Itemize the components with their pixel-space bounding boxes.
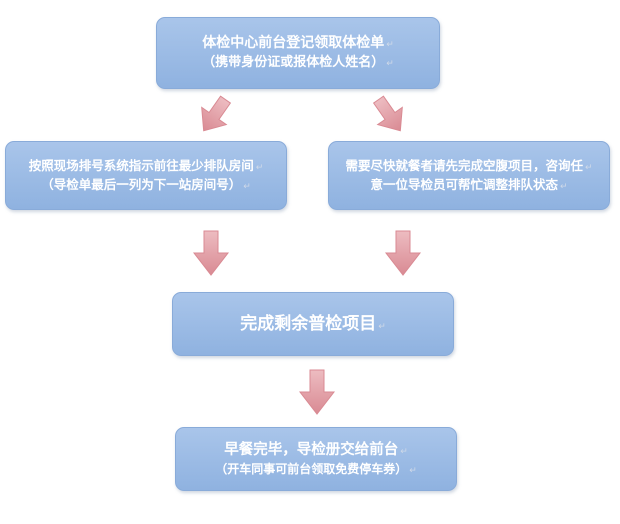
step-fasting-line2: 意一位导检员可帮忙调整排队状态 bbox=[370, 176, 567, 194]
step-queue-title: 按照现场排号系统指示前往最少排队房间 bbox=[29, 157, 264, 175]
step-register-box: 体检中心前台登记领取体检单 （携带身份证或报体检人姓名） bbox=[156, 17, 440, 89]
arrow-complete-to-finish bbox=[298, 369, 336, 415]
arrow-fasting-to-complete bbox=[384, 230, 422, 276]
step-complete-box: 完成剩余普检项目 bbox=[172, 292, 454, 356]
arrow-register-to-queue bbox=[201, 95, 232, 132]
step-finish-title: 早餐完毕，导检册交给前台 bbox=[224, 440, 408, 461]
step-fasting-line1: 需要尽快就餐者请先完成空腹项目，咨询任 bbox=[345, 157, 592, 175]
step-finish-box: 早餐完毕，导检册交给前台 （开车同事可前台领取免费停车券） bbox=[175, 427, 457, 491]
step-complete-title: 完成剩余普检项目 bbox=[240, 312, 386, 337]
arrow-queue-to-complete bbox=[192, 230, 230, 276]
arrow-register-to-fasting bbox=[372, 95, 403, 132]
step-finish-note: （开车同事可前台领取免费停车券） bbox=[215, 461, 417, 478]
step-fasting-box: 需要尽快就餐者请先完成空腹项目，咨询任 意一位导检员可帮忙调整排队状态 bbox=[328, 141, 610, 210]
step-register-note: （携带身份证或报体检人姓名） bbox=[202, 54, 394, 73]
step-queue-box: 按照现场排号系统指示前往最少排队房间 （导检单最后一列为下一站房间号） bbox=[5, 141, 287, 210]
step-queue-note: （导检单最后一列为下一站房间号） bbox=[41, 176, 251, 194]
step-register-title: 体检中心前台登记领取体检单 bbox=[202, 33, 394, 53]
